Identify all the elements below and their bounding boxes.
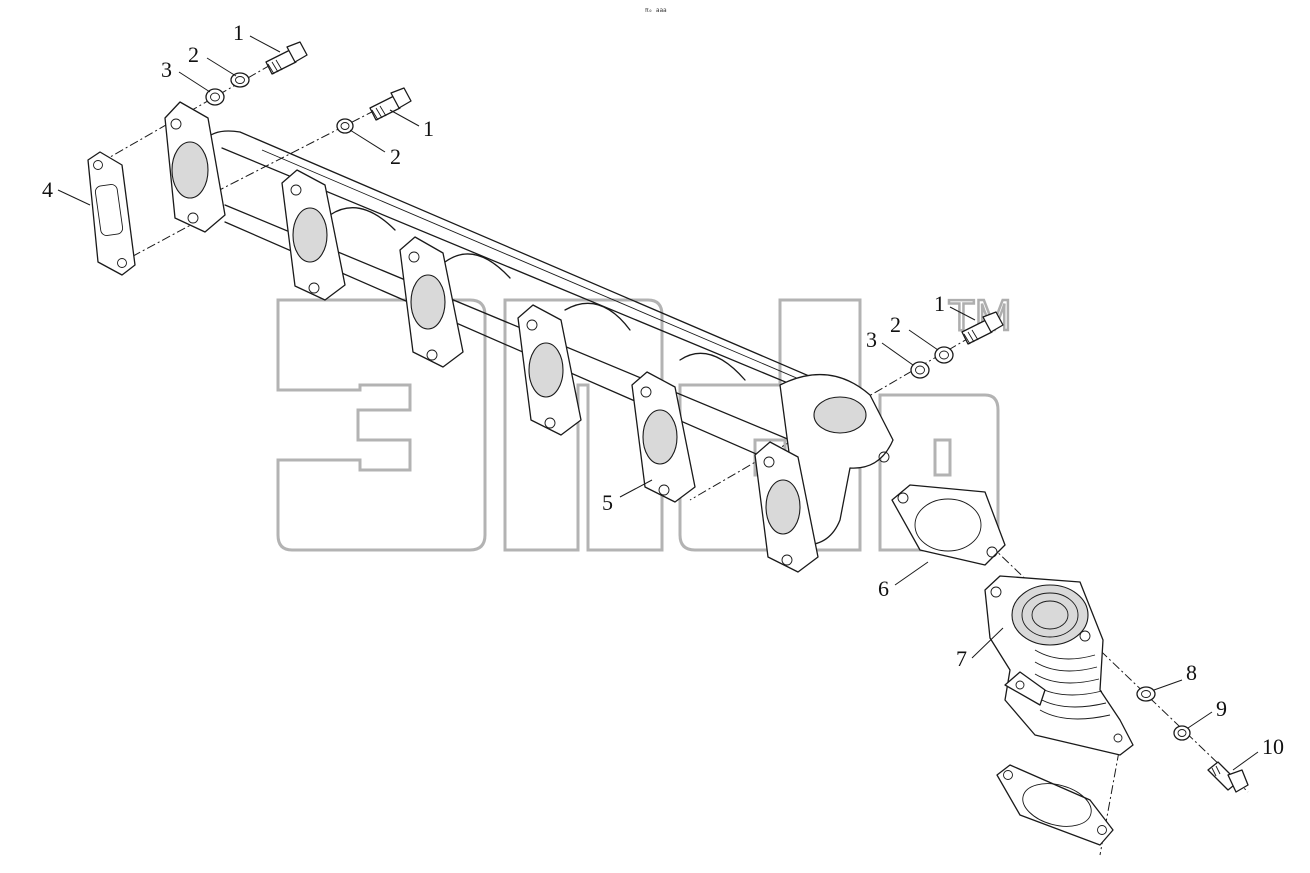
callout-9: 9 [1216, 696, 1227, 721]
manifold-flange-6 [754, 441, 819, 573]
callout-7: 7 [956, 646, 967, 671]
header-code: π₀ aaa [645, 7, 667, 14]
manifold-flange-5 [631, 371, 696, 503]
callout-3-upper-left: 3 [161, 57, 172, 82]
bolt-1-upper-left [265, 41, 308, 75]
bolt-1-right [961, 311, 1004, 345]
port-gasket [87, 151, 136, 276]
callout-6: 6 [878, 576, 889, 601]
callout-4: 4 [42, 177, 53, 202]
spacer-3-upper-left [205, 88, 225, 106]
exhaust-manifold [164, 101, 894, 573]
leader-lines [57, 35, 1259, 771]
spacer-3-right [910, 361, 930, 379]
callout-1-upper-mid: 1 [423, 116, 434, 141]
manifold-flange-4 [517, 304, 582, 436]
callout-2-upper-mid: 2 [390, 144, 401, 169]
bolt-10 [1207, 761, 1249, 793]
lower-gasket [996, 764, 1114, 846]
callout-2-upper-left: 2 [188, 42, 199, 67]
outlet-elbow [984, 575, 1134, 756]
washer-8 [1136, 686, 1156, 702]
callout-8: 8 [1186, 660, 1197, 685]
lock-washer-9 [1173, 725, 1191, 741]
washer-2-right [934, 346, 954, 364]
callout-10: 10 [1262, 734, 1284, 759]
outlet-gasket [891, 484, 1006, 566]
callout-3-right: 3 [866, 327, 877, 352]
callout-labels: 1 2 3 1 2 4 1 2 3 5 6 7 8 9 10 [42, 20, 1284, 759]
manifold-flange-2 [281, 169, 346, 301]
bolt-1-upper-mid [369, 87, 412, 121]
manifold-flange-1 [164, 101, 226, 233]
callout-2-right: 2 [890, 312, 901, 337]
callout-5: 5 [602, 490, 613, 515]
callout-1-right: 1 [934, 291, 945, 316]
manifold-flange-3 [399, 236, 464, 368]
washer-2-upper-mid [336, 118, 354, 134]
callout-1-upper-left: 1 [233, 20, 244, 45]
washer-2-upper-left [230, 72, 250, 88]
